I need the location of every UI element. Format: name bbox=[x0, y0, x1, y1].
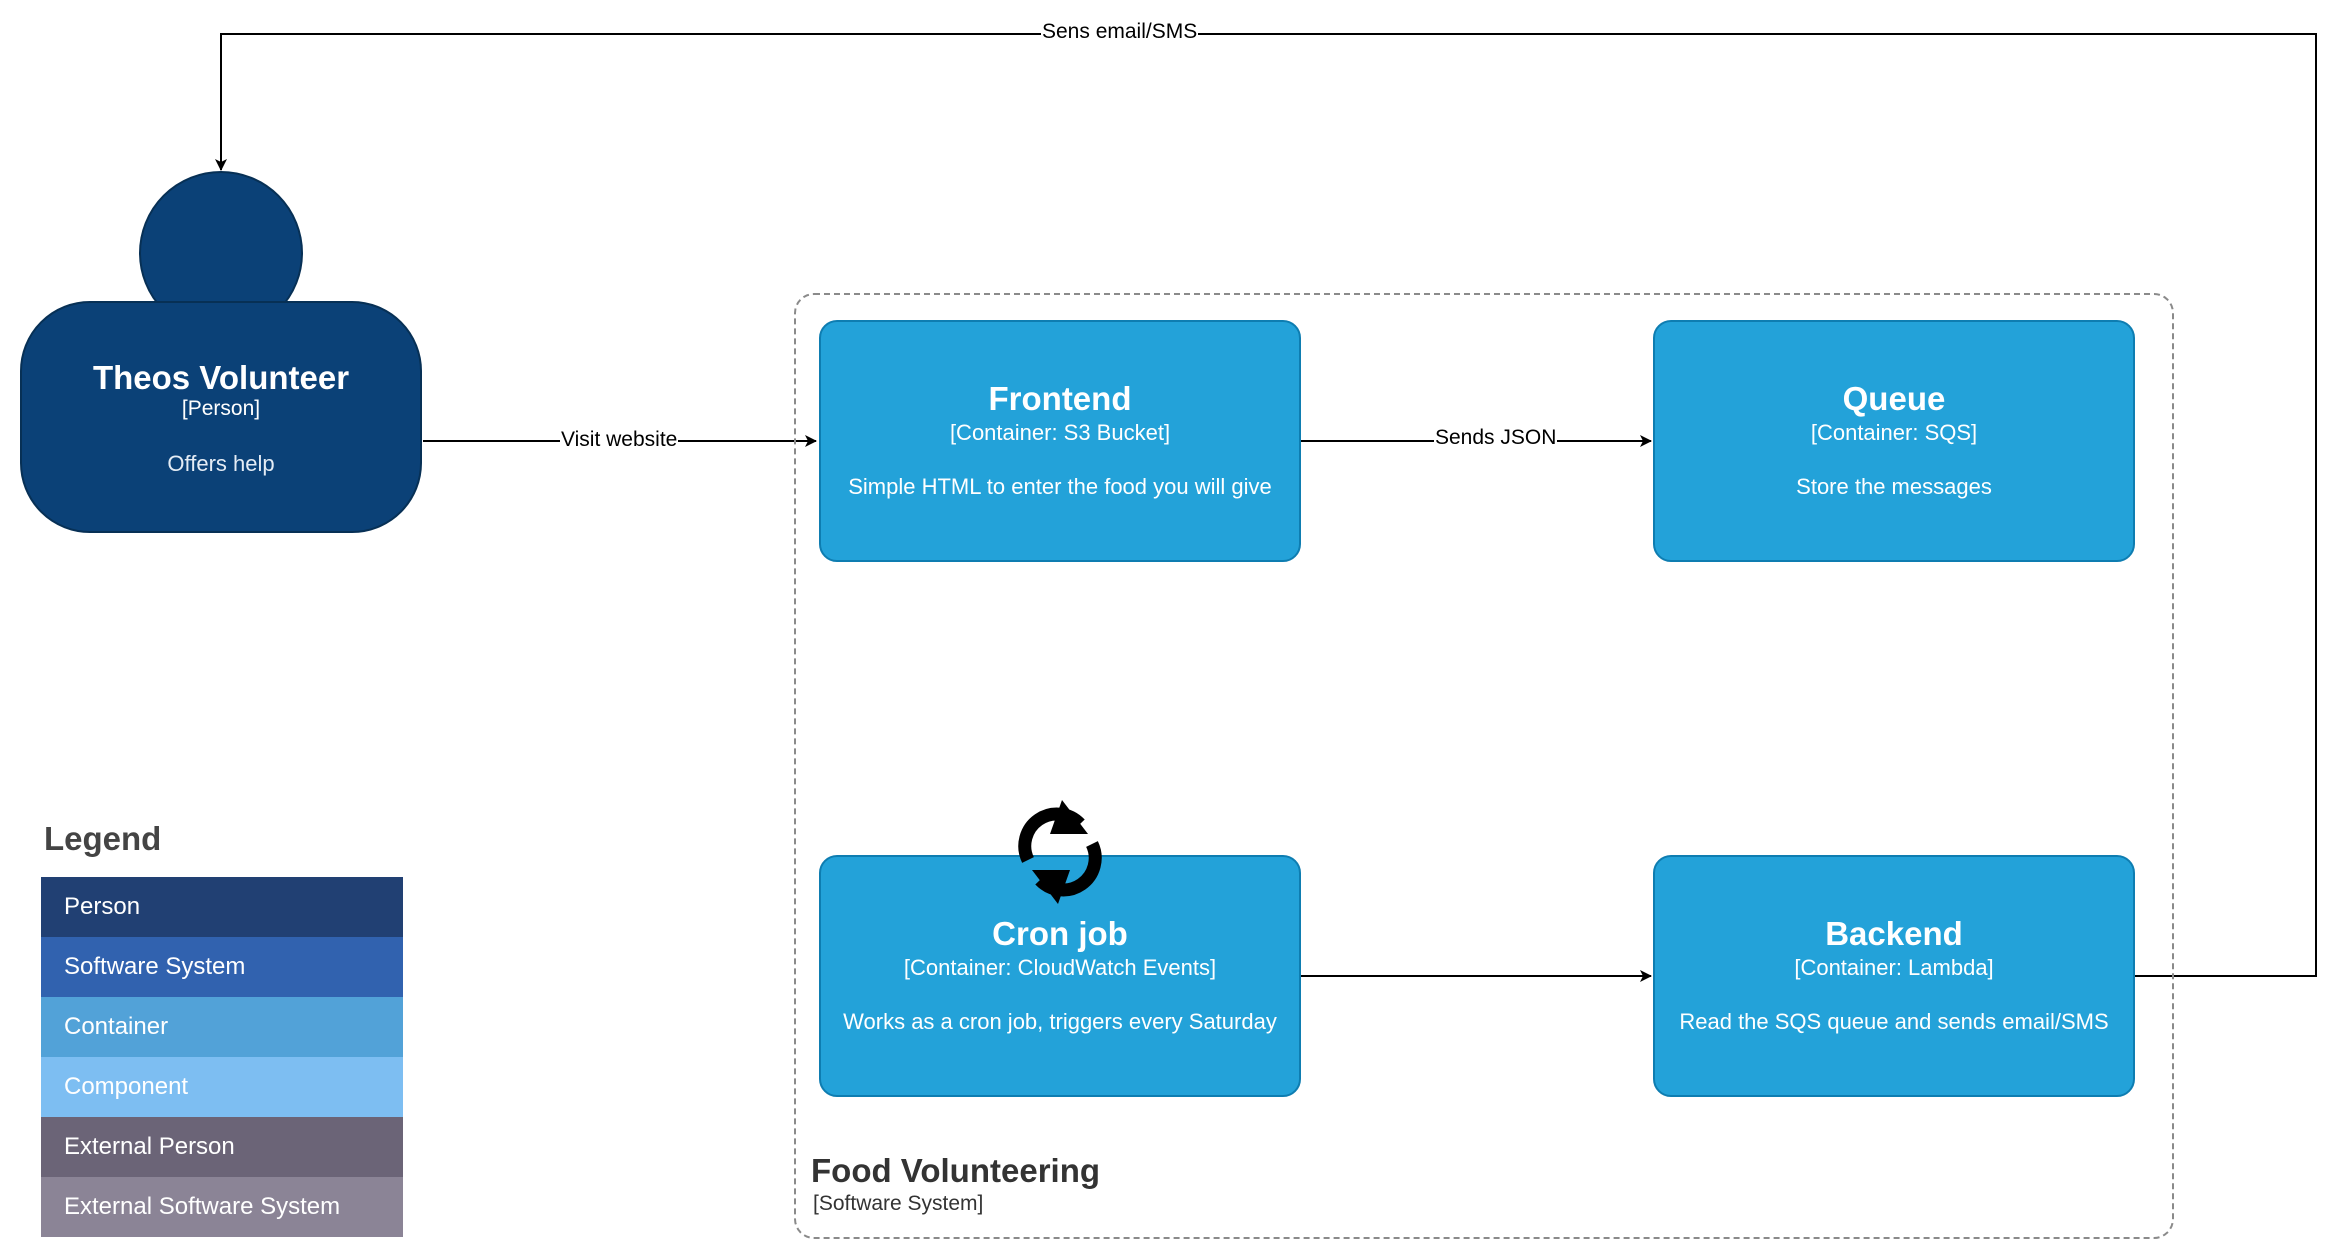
legend-item-component: Component bbox=[41, 1057, 403, 1117]
edge-label-visit-website: Visit website bbox=[560, 428, 679, 452]
edge-label-sends-email-sms: Sens email/SMS bbox=[1041, 20, 1199, 44]
person-name: Theos Volunteer bbox=[92, 359, 350, 396]
container-description: Store the messages bbox=[1796, 474, 1992, 499]
system-boundary-title: Food Volunteering bbox=[811, 1152, 1101, 1189]
container-frontend[interactable]: Frontend [Container: S3 Bucket] Simple H… bbox=[819, 320, 1301, 562]
container-backend[interactable]: Backend [Container: Lambda] Read the SQS… bbox=[1653, 855, 2135, 1097]
person-type: [Person] bbox=[181, 397, 261, 420]
legend-item-software-system: Software System bbox=[41, 937, 403, 997]
edge-label-sends-json: Sends JSON bbox=[1434, 426, 1558, 450]
legend-item-person: Person bbox=[41, 877, 403, 937]
legend-item-external-person: External Person bbox=[41, 1117, 403, 1177]
system-boundary-type: [Software System] bbox=[813, 1192, 984, 1215]
legend-item-external-software-system: External Software System bbox=[41, 1177, 403, 1237]
container-tech: [Container: CloudWatch Events] bbox=[903, 955, 1217, 980]
container-name: Queue bbox=[1842, 380, 1946, 417]
container-description: Works as a cron job, triggers every Satu… bbox=[843, 1009, 1277, 1034]
container-name: Frontend bbox=[988, 380, 1132, 417]
container-tech: [Container: S3 Bucket] bbox=[949, 420, 1171, 445]
edge-sends-email-sms bbox=[215, 33, 2317, 977]
system-boundary[interactable] bbox=[794, 293, 2174, 1239]
container-tech: [Container: SQS] bbox=[1810, 420, 1978, 445]
person-body: Theos Volunteer [Person] Offers help bbox=[20, 301, 422, 533]
container-description: Read the SQS queue and sends email/SMS bbox=[1679, 1009, 2109, 1034]
container-description: Simple HTML to enter the food you will g… bbox=[848, 474, 1272, 499]
sync-icon bbox=[1018, 800, 1102, 904]
container-name: Backend bbox=[1825, 915, 1963, 952]
legend: Person Software System Container Compone… bbox=[41, 877, 403, 1237]
container-tech: [Container: Lambda] bbox=[1794, 955, 1994, 980]
legend-item-container: Container bbox=[41, 997, 403, 1057]
person-description: Offers help bbox=[167, 451, 275, 476]
legend-title: Legend bbox=[44, 820, 162, 857]
container-queue[interactable]: Queue [Container: SQS] Store the message… bbox=[1653, 320, 2135, 562]
container-name: Cron job bbox=[992, 915, 1128, 952]
